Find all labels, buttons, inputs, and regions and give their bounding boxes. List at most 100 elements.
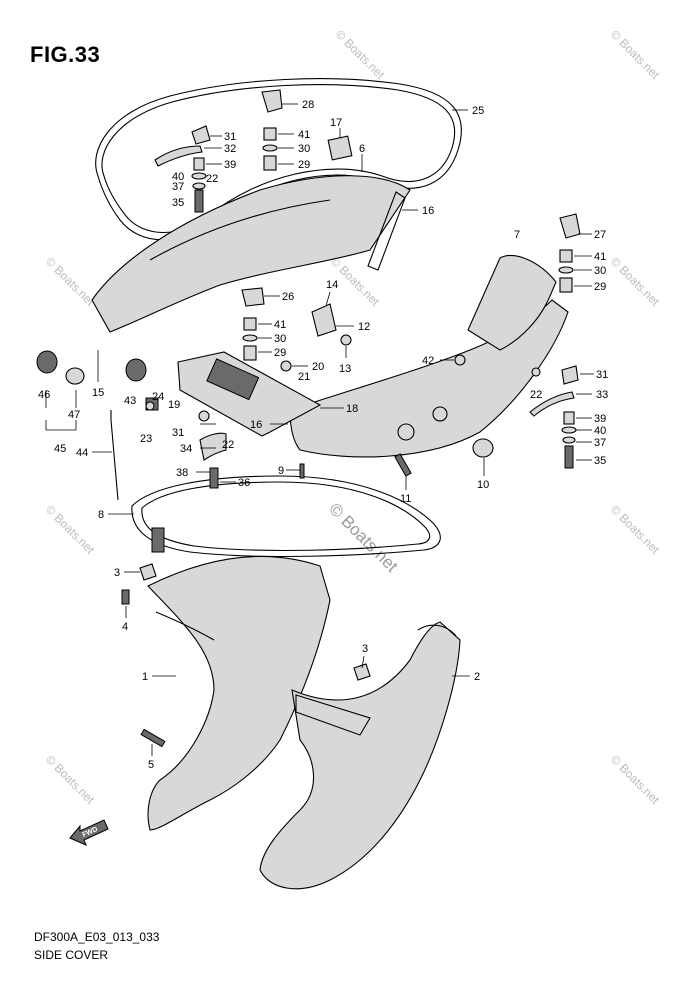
watermark-text: © Boats.net [608,27,663,82]
watermark-text: © Boats.net [43,254,98,309]
part-12-bracket [311,303,337,337]
callout-21: 21 [298,371,310,383]
figure-title: FIG.33 [30,42,101,67]
callout-42: 42 [422,355,434,367]
callout-33: 33 [596,389,608,401]
fwd-arrow-icon: FWD [69,819,109,846]
watermark-text: © Boats.net [608,752,663,807]
callout-37: 37 [172,181,184,193]
leader-lines [45,103,594,756]
part-2-cover-rim [417,624,457,637]
part-1-cover-edge [155,611,215,641]
callout-25: 25 [472,105,484,117]
callout-43: 43 [124,395,136,407]
part-29-collar [243,345,257,361]
callout-39: 39 [224,159,236,171]
part-40-washer [561,426,577,434]
callout-41: 41 [298,129,310,141]
callout-28: 28 [302,99,314,111]
part-44-cable-tie [110,410,119,501]
callout-40: 40 [594,425,606,437]
part-31-clip [561,365,579,385]
callout-9: 9 [278,465,284,477]
callout-29: 29 [274,347,286,359]
part-6-top-cover-channel [149,199,331,261]
figure-caption: SIDE COVER [34,948,109,962]
callout-22: 22 [222,439,234,451]
callout-40: 40 [172,171,184,183]
part-7-hole [397,423,415,441]
part-2-right-lower-cover [259,621,461,890]
callout-35: 35 [172,197,184,209]
part-37-washer [192,182,206,190]
callout-10: 10 [477,479,489,491]
callout-19: 19 [168,399,180,411]
callout-7: 7 [514,229,520,241]
part-6-top-cover [91,175,411,333]
part-1-left-lower-cover [147,556,331,831]
callout-11: 11 [400,493,411,505]
part-41-grommet [559,249,573,263]
callout-14: 14 [326,279,338,291]
part-33-latch [529,391,575,417]
part-26-latch [241,287,265,307]
callout-41: 41 [274,319,286,331]
watermark-text: © Boats.net [608,254,663,309]
callout-16: 16 [250,419,262,431]
callout-16: 16 [422,205,434,217]
callout-6: 6 [359,143,365,155]
part-35-bolt [194,189,204,213]
callout-8: 8 [98,509,104,521]
part-4-bolt [121,589,130,605]
part-3-clip [353,663,371,681]
part-39-spacer [563,411,575,425]
fasteners-top-center [261,89,353,171]
part-31-clip [198,410,210,422]
part-28-latch-hook [261,89,283,113]
callout-47: 47 [68,409,80,421]
part-41-grommet [243,317,257,331]
fasteners-right-top [558,213,581,293]
callout-36: 36 [238,477,250,489]
part-22-nut [531,367,541,377]
callout-29: 29 [298,159,310,171]
part-8-gasket-frame-inner [141,481,431,552]
callout-30: 30 [274,333,286,345]
part-35-bolt [564,445,574,469]
part-23-nut [145,401,155,411]
part-32-latch [154,145,203,167]
part-8-gasket-frame [131,475,441,558]
callout-15: 15 [92,387,104,399]
callout-26: 26 [282,291,294,303]
callout-18: 18 [346,403,358,415]
callout-5: 5 [148,759,154,771]
callout-41: 41 [594,251,606,263]
part-37-washer [562,436,576,444]
callout-12: 12 [358,321,370,333]
callout-20: 20 [312,361,324,373]
callout-22: 22 [206,173,218,185]
callout-1: 1 [142,671,148,683]
callout-22: 22 [530,389,542,401]
figure-code: DF300A_E03_013_033 [34,930,160,944]
part-7-right-cover-top [467,254,557,351]
part-36-bolt [209,467,219,489]
callout-31: 31 [224,131,236,143]
part-29-collar [559,277,573,293]
callout-31: 31 [596,369,608,381]
part-30-washer [242,334,258,342]
watermark-text: © Boats.net [43,502,98,557]
part-29-collar [263,155,277,171]
fasteners-center [241,287,466,372]
part-7-hole [432,406,448,422]
part-20-nut [280,360,292,372]
callout-3: 3 [114,567,120,579]
part-39-spacer [193,157,205,171]
fasteners-left-stack [154,125,211,213]
part-30-washer [558,266,574,274]
watermark-text: © Boats.net [43,752,98,807]
part-46-grommet [36,350,58,374]
part-41-grommet [263,127,277,141]
fasteners-lower-left [121,410,412,748]
